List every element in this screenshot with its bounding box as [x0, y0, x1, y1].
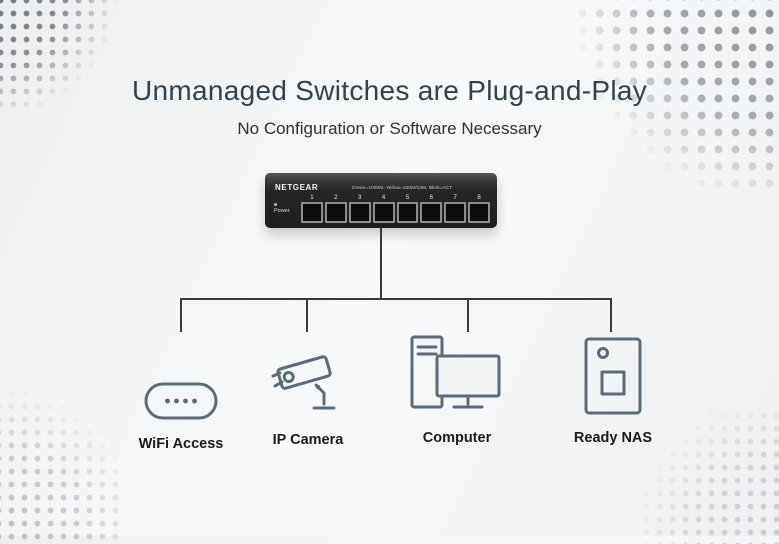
device-label: IP Camera: [272, 432, 344, 448]
connector-drop-camera: [306, 298, 308, 332]
page-title: Unmanaged Switches are Plug-and-Play: [131, 74, 648, 106]
device-ip-camera: IP Camera: [233, 338, 383, 448]
power-label: Power: [274, 208, 290, 214]
network-switch: NETGEAR Green=1000M, Yellow=100M/10M, Bl…: [265, 173, 497, 228]
switch-port: 6: [420, 195, 443, 223]
ethernet-port-icon: [301, 202, 323, 223]
switch-brand-logo: NETGEAR: [275, 183, 319, 192]
device-ready-nas: Ready NAS: [538, 336, 688, 446]
ethernet-port-icon: [468, 202, 490, 223]
switch-port: 1: [301, 195, 323, 223]
device-computer: Computer: [382, 335, 532, 446]
device-label: WiFi Access: [138, 436, 224, 452]
computer-icon: [410, 335, 501, 409]
switch-port: 5: [396, 195, 419, 223]
switch-port: 8: [468, 195, 490, 223]
device-label: Ready NAS: [573, 430, 653, 446]
connector-drop-nas: [610, 298, 612, 332]
switch-port: 2: [324, 195, 347, 223]
ethernet-port-icon: [420, 202, 443, 223]
page-subtitle: No Configuration or Software Necessary: [237, 119, 542, 139]
ethernet-port-icon: [396, 202, 419, 223]
switch-port: 4: [372, 195, 395, 223]
connector-drop-wifi: [180, 298, 182, 332]
ethernet-port-icon: [324, 202, 347, 223]
ethernet-port-icon: [348, 202, 371, 223]
ip-camera-icon: [271, 355, 336, 410]
switch-power-led: Power: [274, 203, 290, 214]
connector-horizontal: [180, 298, 611, 300]
connector-trunk: [380, 228, 382, 298]
switch-port: 3: [348, 195, 371, 223]
dot-pattern-bottom-left: [0, 374, 122, 544]
device-wifi-access: WiFi Access: [106, 342, 256, 452]
connector-drop-computer: [467, 298, 469, 332]
power-led-icon: [274, 203, 277, 206]
ethernet-port-icon: [444, 202, 467, 223]
ethernet-port-icon: [372, 202, 395, 223]
device-label: Computer: [422, 430, 492, 446]
switch-port-legend: Green=1000M, Yellow=100M/10M, Blink=ACT: [351, 185, 453, 191]
switch-port: 7: [444, 195, 467, 223]
wifi-access-point-icon: [144, 382, 218, 420]
ready-nas-icon: [584, 337, 642, 415]
